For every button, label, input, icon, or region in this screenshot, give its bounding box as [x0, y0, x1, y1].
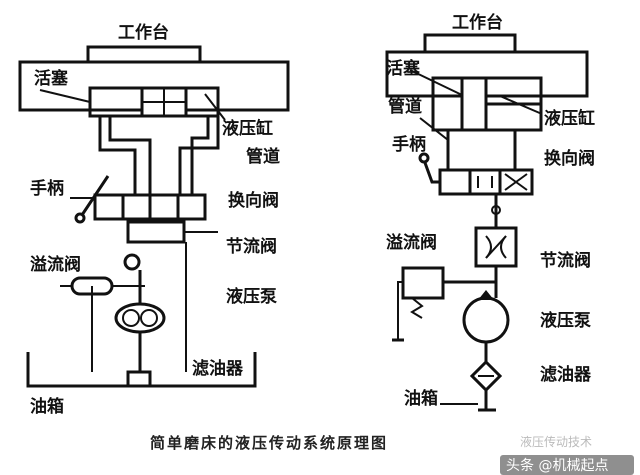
- left-worktable-top: [86, 45, 202, 64]
- right-label-valve: 换向阀: [544, 148, 595, 169]
- diagram-caption: 简单磨床的液压传动系统原理图: [150, 434, 388, 452]
- right-valve: [438, 168, 534, 196]
- right-worktable-top: [423, 33, 517, 54]
- right-handle: [422, 159, 440, 184]
- right-label-throttle: 节流阀: [540, 250, 591, 271]
- left-label-tank: 油箱: [30, 396, 64, 417]
- right-relief: [401, 266, 445, 300]
- left-label-worktable: 工作台: [118, 22, 169, 43]
- left-label-handle: 手柄: [30, 178, 64, 199]
- right-piston: [460, 76, 488, 132]
- watermark-badge: [500, 455, 634, 475]
- watermark-source: 头条 @机械起点: [506, 457, 608, 474]
- left-label-pump: 液压泵: [226, 286, 277, 307]
- left-label-valve: 换向阀: [228, 190, 279, 211]
- right-label-pump: 液压泵: [540, 310, 591, 331]
- right-diagram: [385, 33, 589, 412]
- left-pipe: [98, 116, 137, 195]
- left-label-throttle: 节流阀: [226, 236, 277, 257]
- right-label-tank: 油箱: [404, 388, 438, 409]
- left-label-pipe: 管道: [246, 146, 280, 167]
- right-label-piston: 活塞: [386, 58, 421, 79]
- right-label-worktable: 工作台: [452, 12, 503, 33]
- left-diagram: [18, 45, 290, 388]
- right-label-filter: 滤油器: [540, 364, 592, 385]
- left-label-relief: 溢流阀: [30, 254, 81, 275]
- right-label-pipe: 管道: [388, 96, 422, 117]
- left-label-filter: 滤油器: [192, 358, 244, 379]
- watermark-faded: 液压传动技术: [520, 434, 592, 449]
- right-label-cylinder: 液压缸: [544, 108, 595, 129]
- left-label-cylinder: 液压缸: [222, 118, 273, 139]
- right-label-handle: 手柄: [392, 134, 426, 155]
- left-label-piston: 活塞: [34, 68, 69, 89]
- right-label-relief: 溢流阀: [386, 232, 437, 253]
- left-filter: [126, 370, 152, 388]
- right-pump: [462, 296, 510, 344]
- left-throttle: [126, 220, 186, 244]
